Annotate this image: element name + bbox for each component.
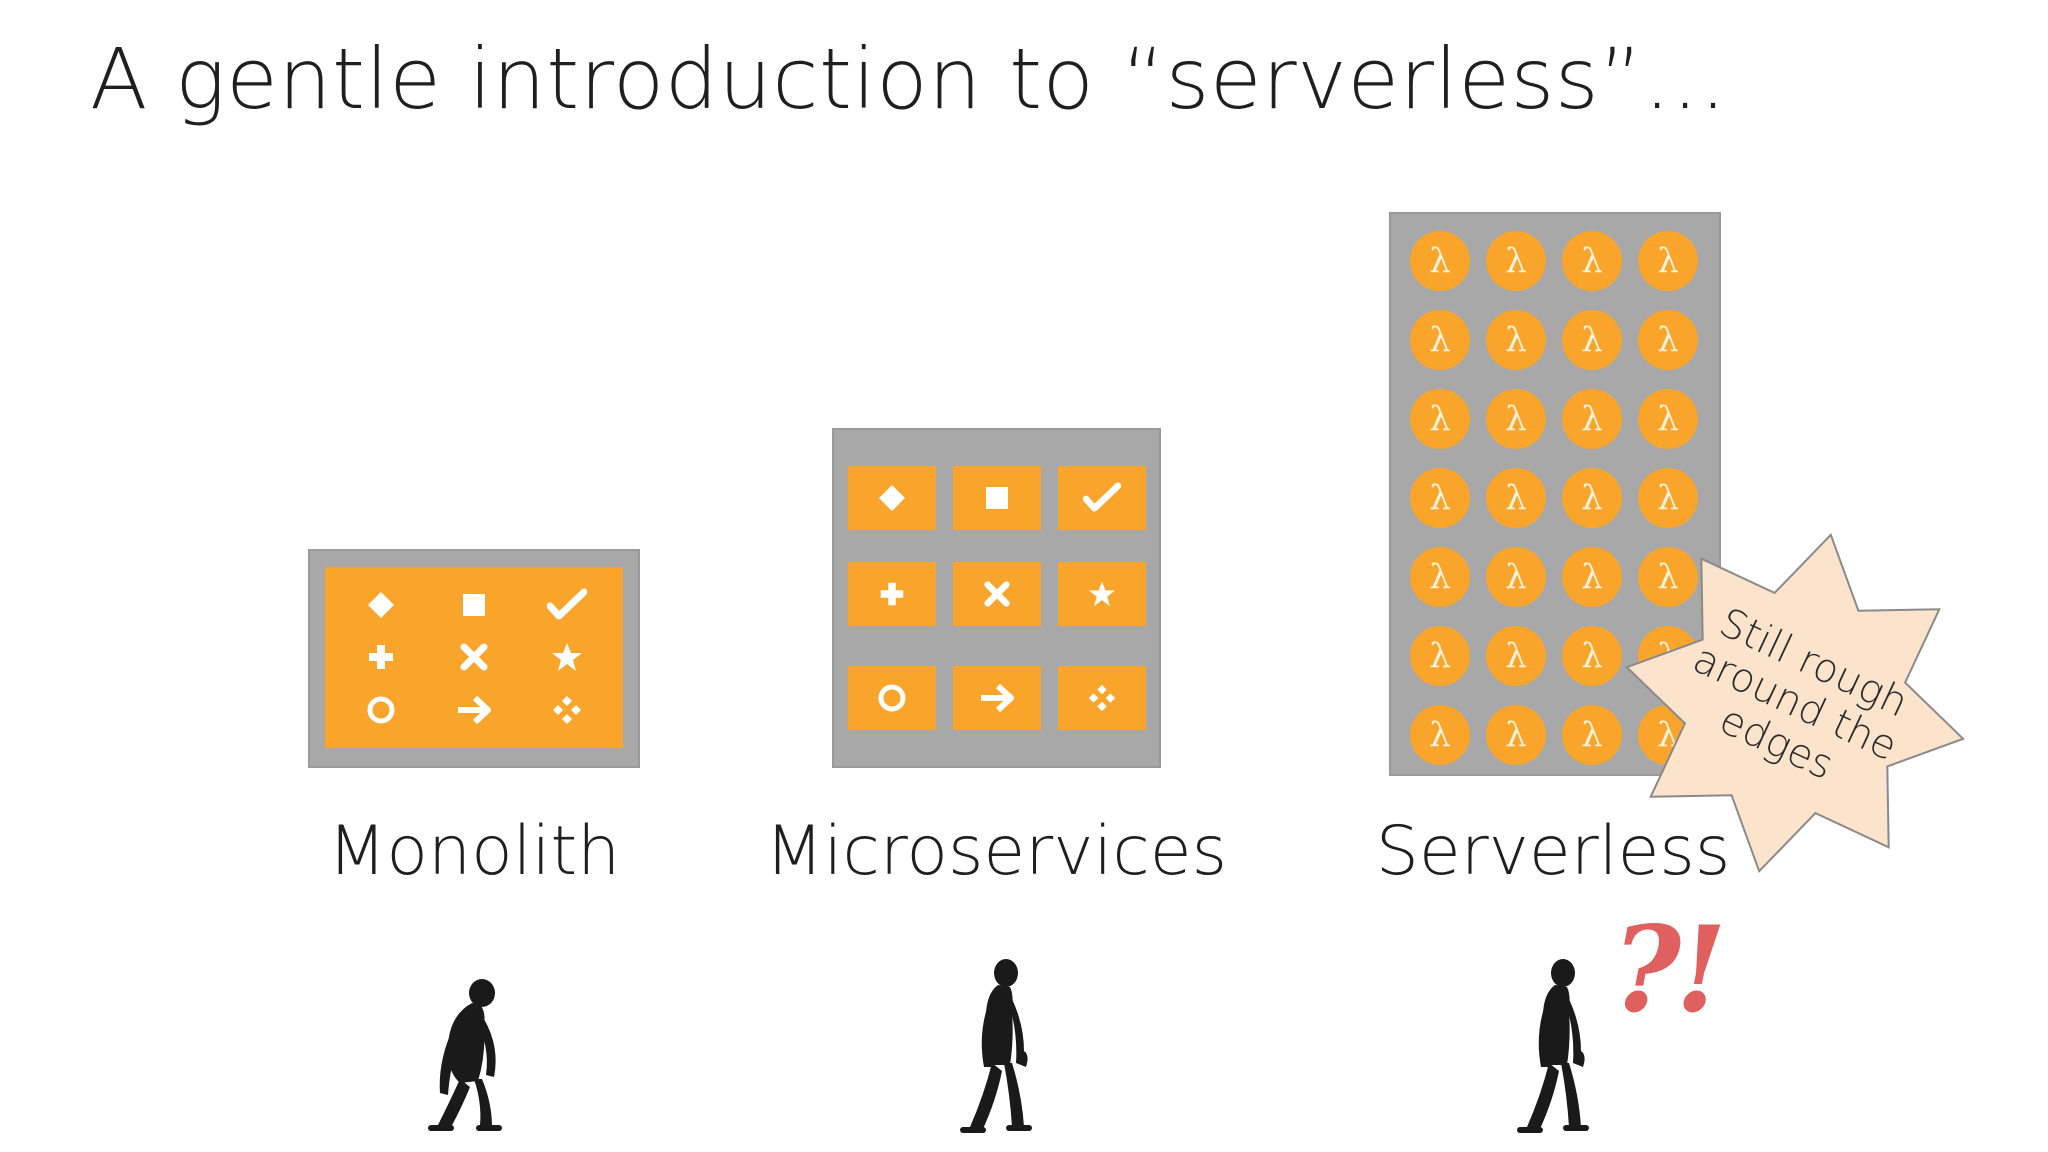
diamond-icon [848,466,936,530]
circle-icon [335,684,428,736]
lambda-function-icon: λ [1638,547,1698,607]
question-exclamation-mark: ?! [1612,900,1727,1039]
arrow-right-icon [428,684,521,736]
monolith-diagram [308,549,640,768]
lambda-function-icon: λ [1410,626,1470,686]
x-icon [953,562,1041,626]
four-dots-icon [1058,666,1146,730]
lambda-function-icon: λ [1562,705,1622,765]
x-icon [428,631,521,683]
lambda-function-icon: λ [1562,231,1622,291]
early-human-figure [960,959,1032,1133]
lambda-function-icon: λ [1486,389,1546,449]
check-icon [520,579,613,631]
monolith-block [325,567,623,748]
plus-icon [848,562,936,626]
lambda-function-icon: λ [1410,389,1470,449]
lambda-function-icon: λ [1410,547,1470,607]
lambda-function-icon: λ [1638,310,1698,370]
star-icon [520,631,613,683]
square-icon [953,466,1041,530]
lambda-function-icon: λ [1410,310,1470,370]
lambda-function-icon: λ [1562,547,1622,607]
lambda-function-icon: λ [1410,231,1470,291]
lambda-function-icon: λ [1410,468,1470,528]
four-dots-icon [520,684,613,736]
microservices-label: Microservices [764,812,1228,891]
diamond-icon [335,579,428,631]
slide-title: A gentle introduction to “serverless”… [90,30,1728,128]
starburst-callout: Still rough around the edges [1620,528,1970,878]
lambda-function-icon: λ [1562,468,1622,528]
lambda-function-icon: λ [1486,310,1546,370]
lambda-function-icon: λ [1562,389,1622,449]
monolith-label: Monolith [327,812,621,891]
plus-icon [335,631,428,683]
arrow-right-icon [953,666,1041,730]
lambda-function-icon: λ [1486,468,1546,528]
starburst-shape [1624,532,1966,874]
ape-figure [428,979,502,1131]
lambda-function-icon: λ [1562,310,1622,370]
circle-icon [848,666,936,730]
lambda-function-icon: λ [1486,626,1546,686]
star-icon [1058,562,1146,626]
early-human-figure [1517,959,1589,1133]
lambda-function-icon: λ [1562,626,1622,686]
lambda-function-icon: λ [1486,705,1546,765]
lambda-function-icon: λ [1486,231,1546,291]
lambda-function-icon: λ [1638,468,1698,528]
serverless-label: Serverless [1375,812,1731,891]
serverless-diagram: λλλλλλλλλλλλλλλλλλλλλλλλλλλλ [1389,212,1721,776]
lambda-function-icon: λ [1410,705,1470,765]
lambda-function-icon: λ [1486,547,1546,607]
microservices-diagram [832,428,1161,768]
square-icon [428,579,521,631]
check-icon [1058,466,1146,530]
lambda-function-icon: λ [1638,389,1698,449]
lambda-function-icon: λ [1638,231,1698,291]
